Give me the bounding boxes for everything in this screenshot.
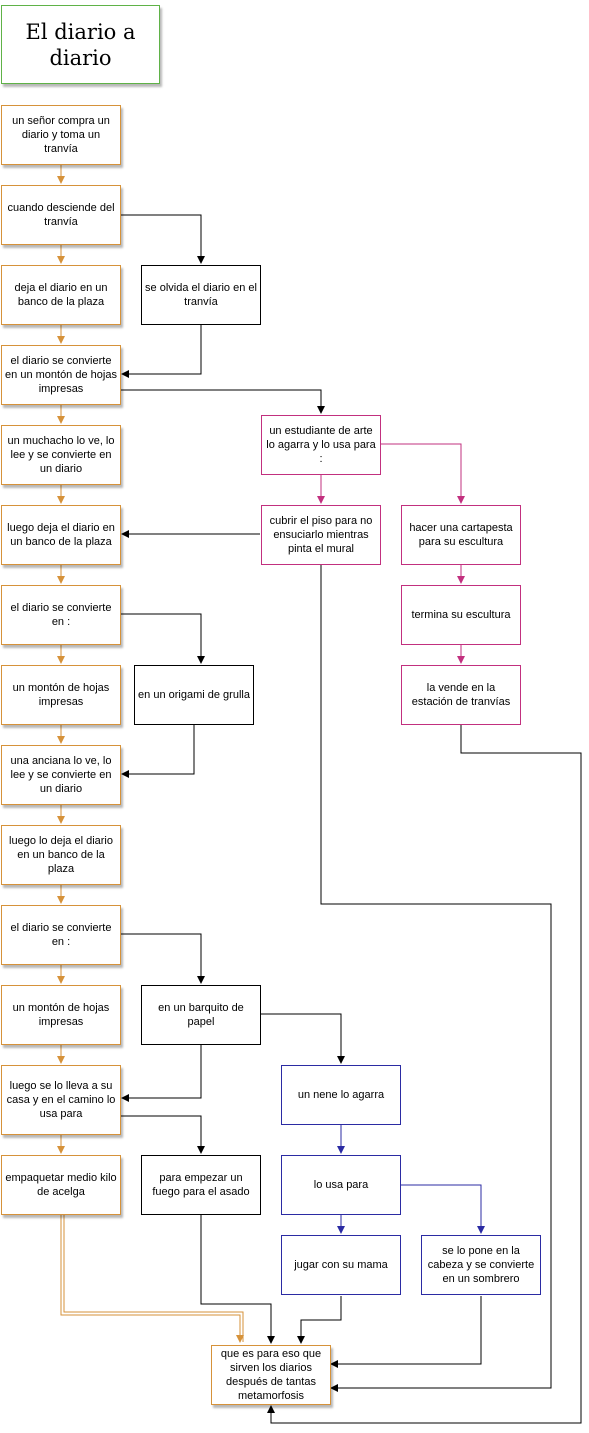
arrow-n4-s1 [121,389,325,414]
arrow-b2-b4 [401,1184,485,1234]
node-s3: hacer una cartapesta para su escultura [401,505,521,565]
node-s1: un estudiante de arte lo agarra y lo usa… [261,415,381,475]
node-n7: el diario se convierte en : [1,585,121,645]
arrow-s2-final [320,565,552,1392]
arrow-s5-final [267,725,582,1424]
node-b4: se lo pone en la cabeza y se convierte e… [421,1235,541,1295]
node-b1: un nene lo agarra [281,1065,401,1125]
node-n10: luego lo deja el diario en un banco de l… [1,825,121,885]
arrow-n14-final-outer [60,1215,244,1343]
node-n2: cuando desciende del tranvía [1,185,121,245]
node-final: que es para eso que sirven los diarios d… [211,1345,331,1405]
node-n6: luego deja el diario en un banco de la p… [1,505,121,565]
node-n8b: en un origami de grulla [134,665,254,725]
node-n12: un montón de hojas impresas [1,985,121,1045]
arrow-s1-s3 [381,443,465,504]
arrow-n12b-b1 [261,1013,345,1064]
arrow-n12b-n13 [121,1045,202,1102]
node-n9: una anciana lo ve, lo lee y se convierte… [1,745,121,805]
arrow-n14-final-inner [63,1215,244,1342]
arrow-n14b-final [200,1215,275,1344]
node-b2: lo usa para [281,1155,401,1215]
arrow-n11-n12b [121,933,205,984]
node-n8: un montón de hojas impresas [1,665,121,725]
arrow-b4-final [330,1296,482,1368]
node-n3: deja el diario en un banco de la plaza [1,265,121,325]
arrow-n2-n3b [121,214,205,264]
node-n14: empaquetar medio kilo de acelga [1,1155,121,1215]
node-n1: un señor compra un diario y toma un tran… [1,105,121,165]
node-n13: luego se lo lleva a su casa y en el cami… [1,1065,121,1135]
arrow-b3-final [297,1296,342,1344]
node-s4: termina su escultura [401,585,521,645]
arrow-n13-n14b [121,1115,205,1154]
diagram-title: El diario a diario [1,5,160,84]
arrow-n7-n8b [121,613,205,664]
arrow-n3b-n4 [121,325,202,378]
node-n12b: en un barquito de papel [141,985,261,1045]
node-s5: la vende en la estación de tranvías [401,665,521,725]
node-n11: el diario se convierte en : [1,905,121,965]
node-n3b: se olvida el diario en el tranvía [141,265,261,325]
arrow-n8b-n9 [121,725,195,778]
node-n14b: para empezar un fuego para el asado [141,1155,261,1215]
node-n5: un muchacho lo ve, lo lee y se convierte… [1,425,121,485]
node-s2: cubrir el piso para no ensuciarlo mientr… [261,505,381,565]
node-b3: jugar con su mama [281,1235,401,1295]
node-n4: el diario se convierte en un montón de h… [1,345,121,405]
